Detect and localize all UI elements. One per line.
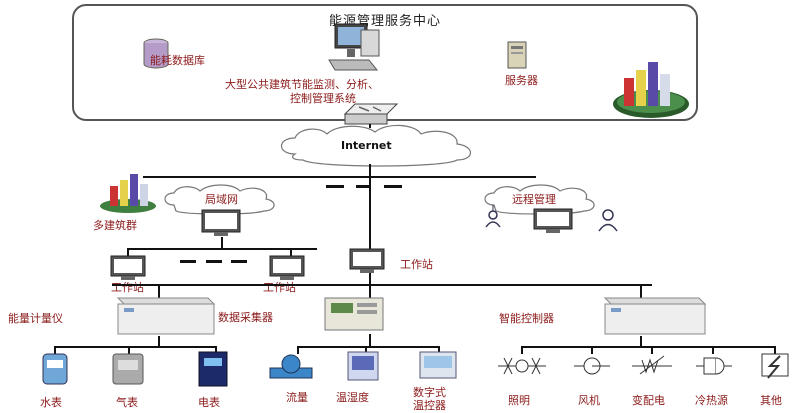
workstation-left-icon (110, 255, 146, 280)
energy-service-center-box: 能源管理服务中心 (72, 4, 698, 121)
dash-1 (326, 185, 344, 188)
digital-thermostat-icon (419, 351, 457, 379)
dash-4 (180, 260, 196, 263)
collector-branch-drop (369, 334, 371, 347)
data-collector-icon (324, 297, 384, 331)
lan-drop-line (221, 237, 223, 249)
network-switch-icon (343, 103, 399, 125)
lan-label: 局域网 (205, 193, 238, 206)
lan-cloud-icon (164, 184, 275, 215)
collector-group-label: 数据采集器 (218, 311, 273, 324)
temperature-humidity-icon (347, 351, 379, 381)
buildings-globe-icon (613, 62, 689, 118)
collector-branch-line (297, 346, 440, 348)
transformer-label: 变配电 (632, 394, 665, 407)
fan-drop (591, 346, 593, 354)
coldheat-drop (712, 346, 714, 354)
multi-building-label: 多建筑群 (93, 219, 137, 232)
lighting-icon (498, 357, 546, 375)
transformer-drop (651, 346, 653, 354)
internet-cloud-icon (280, 124, 472, 167)
gas-drop (128, 346, 130, 354)
flow-meter-icon (269, 354, 313, 379)
database-icon (143, 38, 169, 69)
electric-drop (215, 346, 217, 354)
flow-label: 流量 (286, 391, 308, 404)
lan-ws-left-drop (127, 248, 129, 256)
lighting-label: 照明 (508, 394, 530, 407)
lan-line (127, 248, 317, 250)
water-meter-icon (42, 353, 68, 385)
server-label: 服务器 (505, 74, 538, 87)
controller-branch-drop (640, 336, 642, 347)
remote-monitor-icon (533, 208, 573, 233)
meters-group-label: 能量计量仪 (8, 312, 63, 325)
system-label-line2: 控制管理系统 (290, 92, 356, 105)
controller-branch-line (521, 346, 776, 348)
workstation-right-label: 工作站 (263, 281, 296, 294)
flow-drop (297, 346, 299, 354)
other-drop (774, 346, 776, 354)
database-label: 能耗数据库 (150, 54, 205, 67)
collector-drop (369, 284, 371, 298)
computer-icon (328, 23, 380, 71)
water-label: 水表 (40, 396, 62, 409)
workstation-center-label: 工作站 (400, 258, 433, 271)
meters-branch-drop (158, 336, 160, 347)
system-label-line1: 大型公共建筑节能监测、分析、 (225, 78, 379, 91)
electric-meter-icon (198, 351, 228, 387)
meter-drop (158, 284, 160, 298)
digital-drop (438, 346, 440, 354)
controller-panel-icon (603, 297, 707, 335)
center-title: 能源管理服务中心 (328, 14, 441, 29)
dash-2 (356, 185, 370, 188)
workstation-right-icon (269, 255, 305, 280)
remote-user-icon (485, 205, 501, 228)
internet-label: Internet (341, 139, 392, 152)
fan-icon (574, 357, 610, 375)
fan-label: 风机 (578, 394, 600, 407)
transformer-icon (632, 355, 672, 375)
water-drop (54, 346, 56, 354)
other-label: 其他 (760, 394, 782, 407)
gas-meter-icon (112, 353, 144, 385)
server-icon (507, 41, 527, 69)
upper-distribution-line (143, 176, 536, 178)
other-icon (761, 353, 789, 379)
cold-heat-source-icon (696, 357, 732, 375)
workstation-center-icon (349, 248, 385, 273)
meters-branch-line (54, 346, 217, 348)
digital-label-line2: 温控器 (413, 399, 446, 412)
lighting-drop (521, 346, 523, 354)
lan-workstation-monitor-icon (201, 209, 241, 236)
electric-label: 电表 (198, 396, 220, 409)
dash-3 (384, 185, 402, 188)
cold-heat-label: 冷热源 (695, 394, 728, 407)
remote-label: 远程管理 (512, 193, 556, 206)
gas-label: 气表 (116, 396, 138, 409)
controller-drop (640, 284, 642, 298)
multi-building-icon (100, 174, 156, 213)
workstation-left-label: 工作站 (111, 281, 144, 294)
temperature-label: 温湿度 (336, 391, 369, 404)
dash-5 (206, 260, 222, 263)
temp-drop (365, 346, 367, 354)
controller-group-label: 智能控制器 (499, 312, 554, 325)
lower-distribution-line (112, 284, 652, 286)
trunk-line-top (369, 124, 371, 128)
remote-cloud-icon (484, 184, 595, 215)
remote-admin-icon (598, 209, 618, 232)
meter-panel-icon (116, 297, 216, 335)
digital-label-line1: 数字式 (413, 386, 446, 399)
dash-6 (231, 260, 247, 263)
lan-ws-right-drop (290, 248, 292, 256)
trunk-line (369, 164, 371, 284)
